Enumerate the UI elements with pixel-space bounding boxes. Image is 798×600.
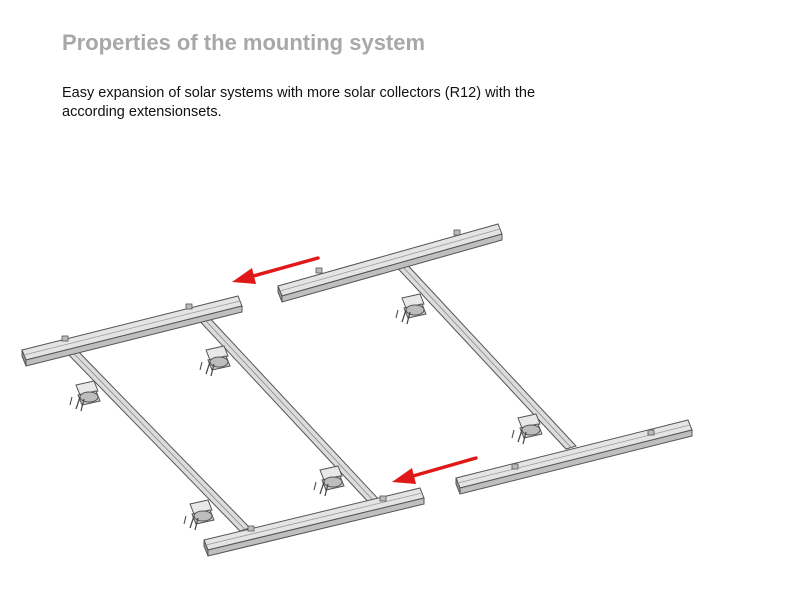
left-module (21, 295, 425, 557)
slide-description: Easy expansion of solar systems with mor… (62, 84, 602, 122)
right-vertical-rail-1 (389, 256, 577, 450)
left-clamp-3 (183, 499, 215, 531)
arrow-left-icon (392, 456, 478, 484)
left-bottom-rail (203, 487, 425, 557)
right-bottom-rail (455, 419, 693, 495)
left-clamp-4 (313, 465, 345, 497)
left-top-rail (21, 295, 243, 367)
description-line-1: Easy expansion of solar systems with mor… (62, 85, 536, 101)
left-vertical-rail-1 (61, 344, 251, 532)
left-clamp-2 (199, 345, 231, 377)
right-module (277, 223, 693, 495)
left-vertical-rail-2 (193, 311, 384, 508)
right-clamp-1 (395, 293, 427, 325)
description-line-2: according extensionsets. (62, 104, 222, 120)
right-top-rail (277, 223, 503, 303)
slide-title: Properties of the mounting system (62, 30, 426, 55)
left-clamp-1 (69, 380, 101, 412)
arrow-left-icon (232, 256, 320, 284)
right-clamp-2 (511, 413, 543, 445)
